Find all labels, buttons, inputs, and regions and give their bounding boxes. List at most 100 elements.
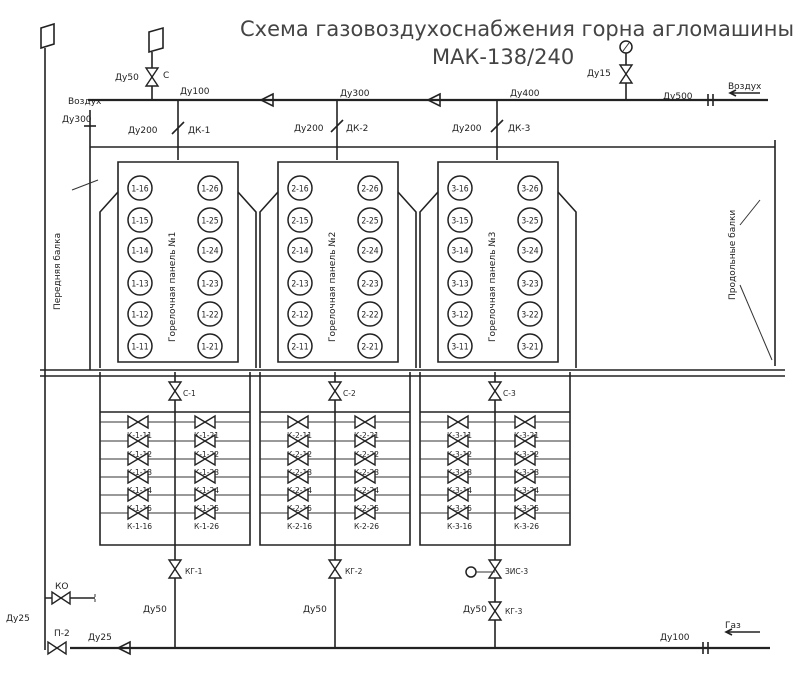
burner-2-22[interactable]: 2-22 xyxy=(357,301,383,327)
valve-КГ-1[interactable] xyxy=(167,559,183,579)
valve-К-3-14[interactable] xyxy=(447,469,469,485)
valve-К-2-14[interactable] xyxy=(287,469,309,485)
burner-3-22[interactable]: 3-22 xyxy=(517,301,543,327)
valve-К-2-16[interactable] xyxy=(287,505,309,521)
burner-3-15[interactable]: 3-15 xyxy=(447,207,473,233)
valve-К-3-12[interactable] xyxy=(447,433,469,449)
valve-К-3-16[interactable] xyxy=(447,505,469,521)
burner-2-16[interactable]: 2-16 xyxy=(287,175,313,201)
burner-1-13[interactable]: 1-13 xyxy=(127,270,153,296)
valve-К-1-13[interactable] xyxy=(127,451,149,467)
valve-label: К-1-24 xyxy=(194,486,219,495)
valve-К-2-13[interactable] xyxy=(287,451,309,467)
valve-К-2-22[interactable] xyxy=(354,433,376,449)
valve-КГ-2[interactable] xyxy=(327,559,343,579)
burner-3-25[interactable]: 3-25 xyxy=(517,207,543,233)
valve-К-1-21[interactable] xyxy=(194,414,216,430)
valve-К-3-25[interactable] xyxy=(514,487,536,503)
valve-label: К-3-25 xyxy=(514,504,539,513)
burner-1-24[interactable]: 1-24 xyxy=(197,237,223,263)
burner-1-26[interactable]: 1-26 xyxy=(197,175,223,201)
label-du50-bottom: Ду50 xyxy=(143,605,167,615)
burner-2-25[interactable]: 2-25 xyxy=(357,207,383,233)
valve-К-3-26[interactable] xyxy=(514,505,536,521)
valve-label: К-1-21 xyxy=(194,431,219,440)
valve-К-2-24[interactable] xyxy=(354,469,376,485)
valve-К-2-25[interactable] xyxy=(354,487,376,503)
burner-1-11[interactable]: 1-11 xyxy=(127,333,153,359)
valve-du15[interactable] xyxy=(618,64,634,84)
valve-С-1[interactable] xyxy=(167,381,183,401)
valve-К-1-25[interactable] xyxy=(194,487,216,503)
valve-К-1-26[interactable] xyxy=(194,505,216,521)
burner-1-16[interactable]: 1-16 xyxy=(127,175,153,201)
burner-label: 2-24 xyxy=(361,247,378,257)
burner-3-14[interactable]: 3-14 xyxy=(447,237,473,263)
pressure-gauge-icon xyxy=(619,40,633,54)
burner-2-11[interactable]: 2-11 xyxy=(287,333,313,359)
burner-3-21[interactable]: 3-21 xyxy=(517,333,543,359)
damper-dk-3[interactable] xyxy=(490,100,504,160)
valve-К-1-11[interactable] xyxy=(127,414,149,430)
valve-c[interactable] xyxy=(144,67,160,87)
burner-3-11[interactable]: 3-11 xyxy=(447,333,473,359)
valve-К-2-12[interactable] xyxy=(287,433,309,449)
burner-2-26[interactable]: 2-26 xyxy=(357,175,383,201)
valve-К-3-15[interactable] xyxy=(447,487,469,503)
burner-1-14[interactable]: 1-14 xyxy=(127,237,153,263)
burner-3-12[interactable]: 3-12 xyxy=(447,301,473,327)
valve-ko[interactable] xyxy=(51,590,71,606)
bottom-valve2-label: КГ-3 xyxy=(505,607,523,616)
valve-К-3-11[interactable] xyxy=(447,414,469,430)
valve-К-1-24[interactable] xyxy=(194,469,216,485)
burner-1-22[interactable]: 1-22 xyxy=(197,301,223,327)
burner-1-23[interactable]: 1-23 xyxy=(197,270,223,296)
burner-2-13[interactable]: 2-13 xyxy=(287,270,313,296)
valve-К-3-23[interactable] xyxy=(514,451,536,467)
burner-2-24[interactable]: 2-24 xyxy=(357,237,383,263)
burner-1-15[interactable]: 1-15 xyxy=(127,207,153,233)
label-ko: КО xyxy=(55,582,68,592)
valve-К-3-13[interactable] xyxy=(447,451,469,467)
valve-label: К-2-16 xyxy=(287,522,312,531)
label-side-beams: Продольные балки xyxy=(728,210,738,300)
burner-3-13[interactable]: 3-13 xyxy=(447,270,473,296)
valve-К-1-14[interactable] xyxy=(127,469,149,485)
burner-2-12[interactable]: 2-12 xyxy=(287,301,313,327)
valve-К-3-24[interactable] xyxy=(514,469,536,485)
valve-ЗИС-3[interactable] xyxy=(487,559,503,579)
valve-К-3-22[interactable] xyxy=(514,433,536,449)
valve-К-2-26[interactable] xyxy=(354,505,376,521)
valve-К-2-23[interactable] xyxy=(354,451,376,467)
burner-3-26[interactable]: 3-26 xyxy=(517,175,543,201)
burner-2-23[interactable]: 2-23 xyxy=(357,270,383,296)
burner-1-25[interactable]: 1-25 xyxy=(197,207,223,233)
label-du15: Ду15 xyxy=(587,69,611,79)
burner-1-21[interactable]: 1-21 xyxy=(197,333,223,359)
burner-2-14[interactable]: 2-14 xyxy=(287,237,313,263)
valve-К-3-21[interactable] xyxy=(514,414,536,430)
damper-dk-2[interactable] xyxy=(330,100,344,160)
burner-3-24[interactable]: 3-24 xyxy=(517,237,543,263)
valve-К-1-22[interactable] xyxy=(194,433,216,449)
burner-3-23[interactable]: 3-23 xyxy=(517,270,543,296)
burner-3-16[interactable]: 3-16 xyxy=(447,175,473,201)
valve-К-1-23[interactable] xyxy=(194,451,216,467)
valve-К-2-21[interactable] xyxy=(354,414,376,430)
burner-label: 3-13 xyxy=(451,280,468,290)
valve-С-3[interactable] xyxy=(487,381,503,401)
valve-К-2-11[interactable] xyxy=(287,414,309,430)
valve-К-1-16[interactable] xyxy=(127,505,149,521)
burner-2-21[interactable]: 2-21 xyxy=(357,333,383,359)
valve-С-2[interactable] xyxy=(327,381,343,401)
burner-2-15[interactable]: 2-15 xyxy=(287,207,313,233)
valve-К-2-15[interactable] xyxy=(287,487,309,503)
valve-КГ-3[interactable] xyxy=(487,601,503,621)
burner-1-12[interactable]: 1-12 xyxy=(127,301,153,327)
valve-p2[interactable] xyxy=(47,640,67,656)
burner-label: 3-14 xyxy=(451,247,468,257)
damper-dk-1[interactable] xyxy=(171,100,185,160)
valve-К-1-15[interactable] xyxy=(127,487,149,503)
label-dk3-du: Ду200 xyxy=(452,124,482,134)
valve-К-1-12[interactable] xyxy=(127,433,149,449)
